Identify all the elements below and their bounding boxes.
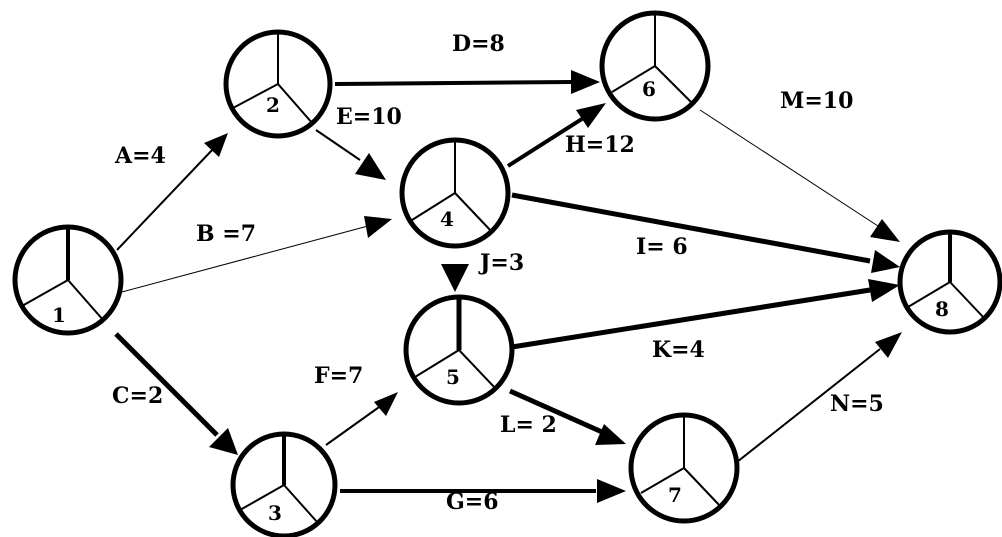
edge-F-label: F=7 xyxy=(314,363,363,389)
node-6: 6 xyxy=(599,10,711,122)
edge-J-label: J=3 xyxy=(478,250,524,276)
node-4-label: 4 xyxy=(440,207,454,231)
edge-N xyxy=(736,332,902,463)
node-1: 1 xyxy=(12,224,124,336)
edge-C xyxy=(114,332,238,455)
edge-D-label: D=8 xyxy=(452,31,505,57)
node-3-label: 3 xyxy=(268,501,282,525)
node-1-label: 1 xyxy=(52,303,66,327)
node-2-label: 2 xyxy=(266,93,280,117)
edge-F xyxy=(325,392,398,446)
edge-A-label: A=4 xyxy=(114,143,166,169)
edge-A xyxy=(116,133,228,251)
node-2: 2 xyxy=(223,29,333,139)
node-8-label: 8 xyxy=(935,297,949,321)
edge-L-label: L= 2 xyxy=(500,412,557,438)
edge-N-label: N=5 xyxy=(830,391,884,417)
edge-I-label: I= 6 xyxy=(636,234,688,260)
edge-L xyxy=(508,388,626,445)
node-8: 8 xyxy=(897,229,1002,335)
edge-M-label: M=10 xyxy=(780,88,853,114)
node-3: 3 xyxy=(230,431,338,537)
edge-H-label: H=12 xyxy=(565,132,635,158)
edge-B xyxy=(121,216,392,293)
node-6-label: 6 xyxy=(642,77,656,101)
edge-H xyxy=(506,103,606,168)
edge-E xyxy=(315,129,386,180)
edge-I xyxy=(511,192,900,273)
edge-C-label: C=2 xyxy=(112,383,163,409)
edge-D xyxy=(334,70,600,94)
edge-B-label: B =7 xyxy=(196,221,256,247)
node-5: 5 xyxy=(403,294,515,406)
edge-K xyxy=(511,279,900,350)
node-7-label: 7 xyxy=(668,483,682,507)
node-4: 4 xyxy=(399,137,511,249)
edge-K-label: K=4 xyxy=(652,337,705,363)
edge-G-label: G=6 xyxy=(446,489,499,515)
edge-M xyxy=(699,109,900,242)
node-7: 7 xyxy=(628,412,740,524)
node-5-label: 5 xyxy=(446,365,460,389)
edge-G xyxy=(340,479,626,503)
edge-E-label: E=10 xyxy=(336,104,402,130)
edge-J xyxy=(441,264,469,292)
